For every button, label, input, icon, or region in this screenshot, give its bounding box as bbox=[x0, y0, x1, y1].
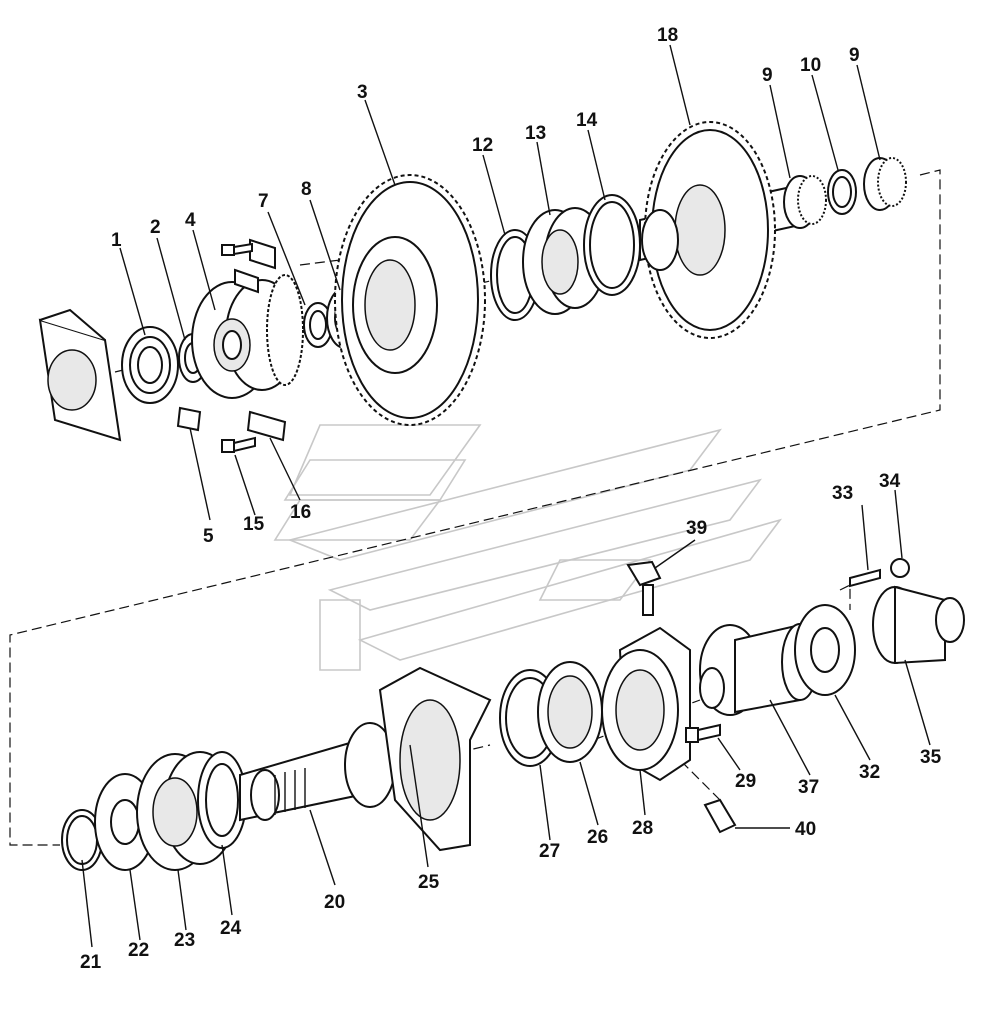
sensor-39 bbox=[626, 560, 662, 616]
ring-14 bbox=[583, 194, 641, 296]
bolt-29 bbox=[685, 723, 721, 743]
callout-20: 20 bbox=[324, 892, 345, 913]
gear-small bbox=[266, 274, 304, 386]
callout-26: 26 bbox=[587, 827, 608, 848]
callout-18: 18 bbox=[657, 25, 678, 46]
bolt-40 bbox=[703, 798, 737, 834]
screw-15 bbox=[221, 242, 256, 453]
callout-7: 7 bbox=[258, 191, 269, 212]
callout-24: 24 bbox=[220, 918, 242, 939]
callout-1: 1 bbox=[111, 230, 122, 251]
stud-33 bbox=[849, 568, 881, 588]
callout-8: 8 bbox=[301, 179, 312, 200]
callout-28: 28 bbox=[632, 818, 653, 839]
callout-37: 37 bbox=[798, 777, 819, 798]
bearing-13 bbox=[522, 207, 606, 315]
callout-3: 3 bbox=[357, 82, 368, 103]
callout-25: 25 bbox=[418, 872, 440, 893]
nut-34 bbox=[890, 558, 910, 578]
callout-12: 12 bbox=[472, 135, 493, 156]
callout-34: 34 bbox=[879, 471, 901, 492]
leader-lines bbox=[81, 44, 931, 948]
bearing-1 bbox=[121, 326, 179, 404]
housing-plate-upper bbox=[38, 308, 122, 442]
needle-bearing-9b bbox=[863, 157, 907, 211]
ring-24 bbox=[197, 751, 247, 849]
seal-26 bbox=[537, 661, 603, 763]
watermark-logo bbox=[273, 424, 783, 671]
callout-33: 33 bbox=[832, 483, 853, 504]
snap-ring-21 bbox=[61, 809, 103, 871]
callout-27: 27 bbox=[539, 841, 560, 862]
gear-3 bbox=[334, 174, 486, 426]
callout-39: 39 bbox=[686, 518, 707, 539]
spacer-10 bbox=[827, 169, 857, 215]
callout-35: 35 bbox=[920, 747, 942, 768]
callout-9a: 9 bbox=[762, 65, 773, 86]
callout-16: 16 bbox=[290, 502, 311, 523]
locking-plates bbox=[176, 238, 287, 442]
callout-22: 22 bbox=[128, 940, 149, 961]
callout-labels: 1 2 4 3 7 8 12 13 14 18 9 10 9 5 15 16 2… bbox=[80, 25, 942, 973]
callout-5: 5 bbox=[203, 526, 214, 547]
callout-10: 10 bbox=[800, 55, 821, 76]
flange-housing-28 bbox=[601, 626, 691, 782]
callout-15: 15 bbox=[243, 514, 265, 535]
callout-23: 23 bbox=[174, 930, 195, 951]
callout-4: 4 bbox=[185, 210, 196, 231]
gear-shaft-18 bbox=[639, 121, 801, 339]
callout-13: 13 bbox=[525, 123, 546, 144]
output-shaft-20 bbox=[239, 722, 396, 822]
callout-14: 14 bbox=[576, 110, 598, 131]
needle-bearing-9a bbox=[783, 175, 827, 229]
callout-9b: 9 bbox=[849, 45, 860, 66]
callout-32: 32 bbox=[859, 762, 880, 783]
coupler-35 bbox=[872, 585, 965, 665]
callout-21: 21 bbox=[80, 952, 102, 973]
flange-32 bbox=[794, 604, 856, 696]
callout-29: 29 bbox=[735, 771, 756, 792]
housing-lower bbox=[378, 666, 492, 852]
callout-2: 2 bbox=[150, 217, 161, 238]
callout-40: 40 bbox=[795, 819, 816, 840]
washer-7 bbox=[303, 302, 333, 348]
